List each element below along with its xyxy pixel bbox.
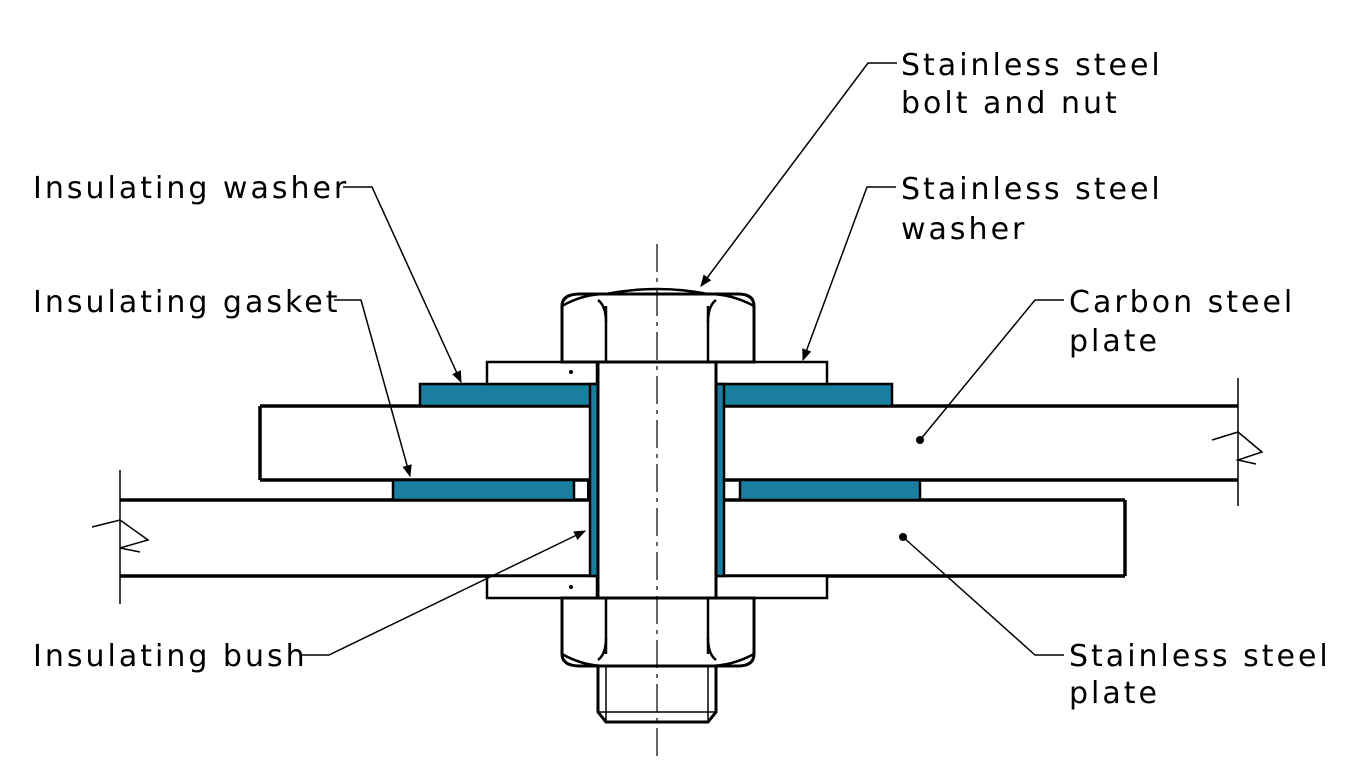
insulating-washer-right bbox=[716, 382, 894, 408]
leader-insulating-gasket bbox=[334, 299, 412, 478]
label-ss-plate: Stainless steel plate bbox=[1069, 639, 1343, 711]
label-carbon-plate: Carbon steel plate bbox=[1069, 285, 1308, 359]
leader-ss-plate bbox=[902, 536, 1064, 656]
insulating-washer-left bbox=[418, 382, 596, 408]
label-insulating-bush: Insulating bush bbox=[33, 639, 308, 674]
insulating-gasket-right bbox=[738, 478, 922, 502]
insulating-gasket-left bbox=[391, 478, 576, 502]
leader-insulating-washer bbox=[343, 186, 462, 384]
label-insulating-gasket: Insulating gasket bbox=[33, 285, 341, 320]
stainless-steel-washer-top-right bbox=[714, 360, 829, 386]
leader-insulating-bush bbox=[300, 530, 587, 656]
gasket-gap-left bbox=[573, 479, 589, 501]
leader-ss-washer bbox=[802, 186, 896, 362]
leader-carbon-plate bbox=[919, 299, 1064, 441]
label-insulating-washer: Insulating washer bbox=[33, 171, 349, 206]
stainless-steel-washer-bottom-left bbox=[485, 574, 599, 600]
leader-bolt-nut bbox=[700, 62, 897, 287]
label-bolt-nut: Stainless steel bolt and nut bbox=[901, 48, 1175, 121]
label-ss-washer: Stainless steel washer bbox=[901, 172, 1175, 247]
bolt-head bbox=[560, 287, 756, 364]
leader-lines bbox=[300, 62, 1064, 656]
nut bbox=[560, 596, 756, 673]
gasket-gap-right bbox=[723, 479, 741, 501]
stainless-steel-washer-bottom-right bbox=[714, 574, 829, 600]
stainless-steel-washer-top-left bbox=[485, 360, 599, 386]
